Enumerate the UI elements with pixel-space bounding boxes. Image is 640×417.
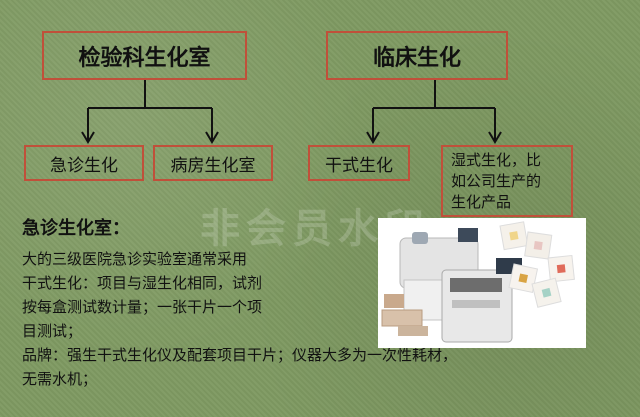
product-photo <box>378 218 586 348</box>
node-lab-biochem: 检验科生化室 <box>42 31 247 80</box>
left-arrow-head-1 <box>81 131 95 144</box>
node-wet-biochem: 湿式生化，比 如公司生产的 生化产品 <box>441 145 573 217</box>
wet-line-3: 生化产品 <box>451 192 512 211</box>
node-dry-biochem: 干式生化 <box>308 145 410 181</box>
wet-line-1: 湿式生化，比 <box>451 150 542 169</box>
body-line-4: 目测试； <box>22 322 83 340</box>
node-clinical-biochem: 临床生化 <box>326 31 508 80</box>
body-line-1: 大的三级医院急诊实验室通常采用 <box>22 250 248 268</box>
section-title: 急诊生化室： <box>22 218 130 239</box>
right-arrow-head-2 <box>488 131 502 144</box>
node-emergency-biochem: 急诊生化 <box>24 145 144 181</box>
body-line-6: 无需水机； <box>22 370 98 388</box>
node-ward-biochem: 病房生化室 <box>153 145 273 181</box>
body-line-2: 干式生化：项目与湿生化相同，试剂 <box>22 274 263 292</box>
analyzer-illustration <box>381 221 575 343</box>
body-line-5: 品牌：强生干式生化仪及配套项目干片；仪器大多为一次性耗材， <box>22 346 458 364</box>
wet-line-2: 如公司生产的 <box>451 171 542 190</box>
body-line-3: 按每盒测试数计量；一张干片一个项 <box>22 298 263 316</box>
right-arrow-head-1 <box>366 131 380 144</box>
left-arrow-head-2 <box>205 131 219 144</box>
